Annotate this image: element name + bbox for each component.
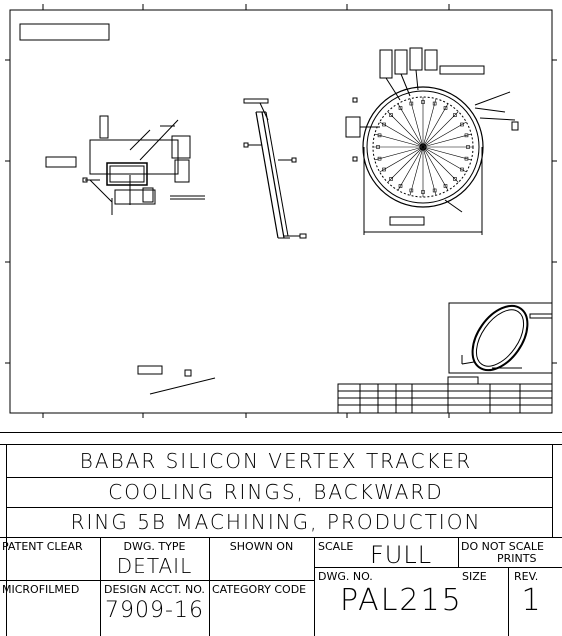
ring-hole <box>382 122 386 127</box>
ring-spoke <box>422 133 472 148</box>
ring-hole <box>453 113 457 117</box>
left-section-view <box>45 115 205 215</box>
ring-spoke <box>422 146 449 191</box>
ring-spoke <box>422 103 449 148</box>
sheet-separator <box>0 432 562 433</box>
scale-label: SCALE <box>318 540 354 553</box>
ring-spoke <box>409 98 424 148</box>
shown-on-label: SHOWN ON <box>229 540 294 553</box>
dwg-no-value: PAL215 <box>340 583 463 618</box>
ring-hole <box>421 100 425 104</box>
ring-spoke <box>397 146 424 191</box>
scale-value: FULL <box>370 541 433 569</box>
design-acct-value: 7909-16 <box>105 598 204 623</box>
do-not-scale-line-2: PRINTS <box>497 552 537 565</box>
drawing-border <box>9 9 553 414</box>
ring-hole <box>460 167 464 172</box>
ring-spoke <box>422 146 437 196</box>
ring-hole <box>443 184 448 188</box>
ring-hole <box>443 106 448 110</box>
microfilmed-label: MICROFILMED <box>2 583 80 596</box>
detail-inset <box>448 302 553 374</box>
title-line-3: RING 5B MACHINING, PRODUCTION <box>70 510 482 534</box>
ring-hole <box>377 133 382 138</box>
sheet-title-block <box>337 376 553 414</box>
ring-hole <box>409 188 414 193</box>
ring-spoke <box>422 146 459 183</box>
do-not-scale-line-1: DO NOT SCALE <box>461 540 544 553</box>
ring-hole <box>466 145 470 149</box>
title-line-1: BABAR SILICON VERTEX TRACKER <box>79 449 473 473</box>
rev-label: REV. <box>514 570 539 583</box>
ring-spoke <box>422 98 437 148</box>
drawing-sheet <box>5 4 557 418</box>
ring-hole <box>464 133 469 138</box>
rev-value: 1 <box>521 583 543 618</box>
ring-spoke <box>379 121 424 148</box>
dwg-no-label: DWG. NO. <box>318 570 373 583</box>
border-zone-ticks <box>5 4 557 418</box>
ring-spoke <box>374 146 424 161</box>
ring-hole <box>421 190 425 194</box>
ring-spoke <box>409 146 424 196</box>
ring-hole <box>409 101 414 106</box>
patent-clear-label: PATENT CLEAR <box>2 540 83 553</box>
ring-hole <box>464 156 469 161</box>
size-label: SIZE <box>462 570 487 583</box>
ring-spoke <box>387 146 424 183</box>
ring-spoke <box>422 146 472 161</box>
ring-hole <box>377 156 382 161</box>
dwg-type-value: DETAIL <box>116 554 193 578</box>
ring-hole <box>389 113 393 117</box>
dwg-type-label: DWG. TYPE <box>123 540 186 553</box>
ring-spoke <box>422 111 459 148</box>
category-code-label: CATEGORY CODE <box>212 583 307 596</box>
ring-hole <box>389 177 393 181</box>
ring-hole <box>453 177 457 181</box>
ring-hole <box>398 184 403 188</box>
ring-hole <box>432 101 437 106</box>
ring-spoke <box>379 146 424 173</box>
revision-box <box>19 23 110 41</box>
ring-hole <box>460 122 464 127</box>
design-acct-label: DESIGN ACCT. NO. <box>104 583 205 596</box>
ring-hole <box>398 106 403 110</box>
middle-side-view <box>243 98 307 239</box>
ring-plan-view <box>345 47 519 235</box>
ring-spoke <box>422 146 467 173</box>
ring-hole <box>382 167 386 172</box>
ring-hole <box>376 145 380 149</box>
ring-spoke <box>422 121 467 148</box>
ring-spoke <box>374 133 424 148</box>
ring-spoke <box>387 111 424 148</box>
ring-hole <box>432 188 437 193</box>
ring-spoke <box>397 103 424 148</box>
title-line-2: COOLING RINGS, BACKWARD <box>108 480 444 504</box>
bottom-left-note <box>137 365 216 395</box>
